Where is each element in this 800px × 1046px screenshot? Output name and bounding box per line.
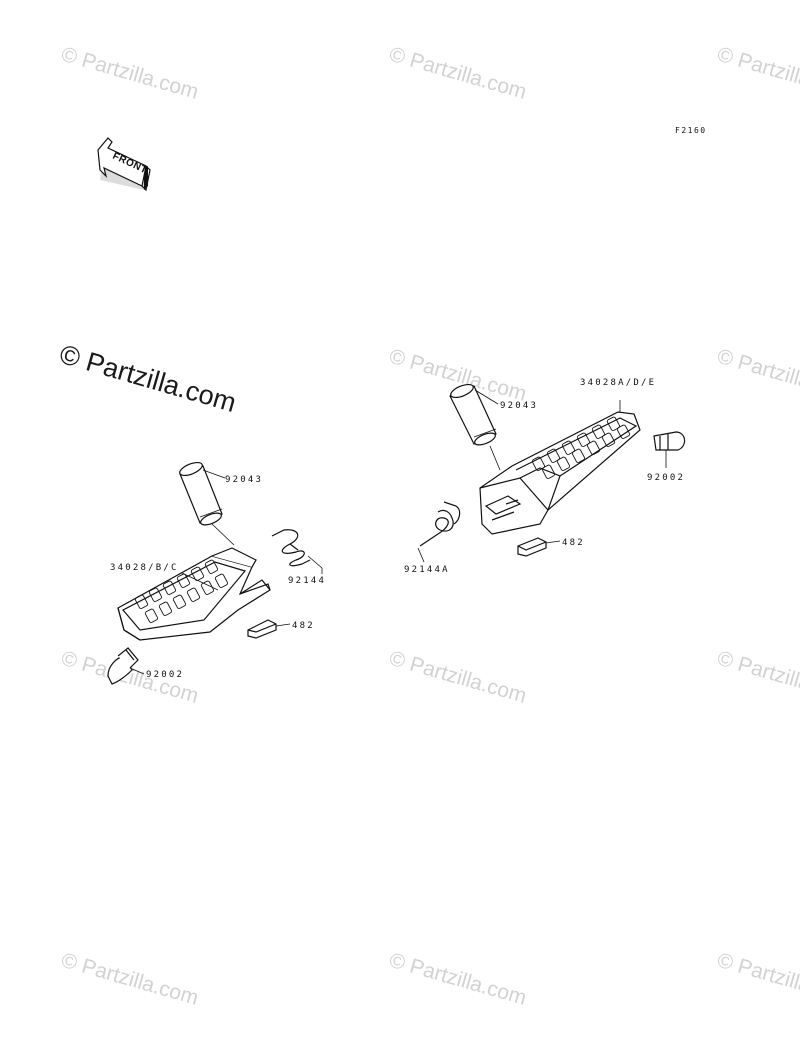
right-stopper (653, 431, 686, 468)
watermark-text: © Partzilla.com (715, 949, 800, 1010)
watermark-layer: © Partzilla.com © Partzilla.com © Partzi… (56, 43, 800, 1010)
right-clip (517, 537, 561, 557)
label-34028-bc: 34028/B/C (110, 563, 179, 573)
front-arrow-icon: FRONT (97, 137, 151, 192)
watermark-text: © Partzilla.com (715, 43, 800, 104)
right-assembly (417, 383, 686, 563)
watermark-main: © Partzilla.com (56, 339, 239, 418)
watermark-text: © Partzilla.com (387, 647, 529, 708)
watermark-text: © Partzilla.com (387, 43, 529, 104)
right-spring (417, 501, 461, 563)
diagram-code: F2160 (675, 126, 707, 135)
right-footrest (479, 400, 641, 535)
left-footrest (117, 547, 271, 641)
label-92144A: 92144A (404, 565, 450, 575)
label-482-right: 482 (562, 538, 585, 548)
left-assembly (107, 461, 323, 685)
label-92144-left: 92144 (288, 576, 326, 586)
right-pin (449, 383, 501, 471)
left-stopper (107, 647, 145, 685)
left-clip (247, 619, 291, 639)
label-92043-left: 92043 (225, 475, 263, 485)
watermark-text: © Partzilla.com (387, 949, 529, 1010)
watermark-text: © Partzilla.com (715, 345, 800, 406)
label-92002-left: 92002 (146, 670, 184, 680)
label-92043-right: 92043 (500, 401, 538, 411)
watermark-text: © Partzilla.com (715, 647, 800, 708)
watermark-text: © Partzilla.com (59, 43, 201, 104)
left-spring (271, 529, 323, 574)
label-34028-ade: 34028A/D/E (580, 378, 656, 388)
left-pin (179, 461, 235, 546)
watermark-text: © Partzilla.com (59, 949, 201, 1010)
label-482-left: 482 (292, 621, 315, 631)
label-92002-right: 92002 (647, 473, 685, 483)
